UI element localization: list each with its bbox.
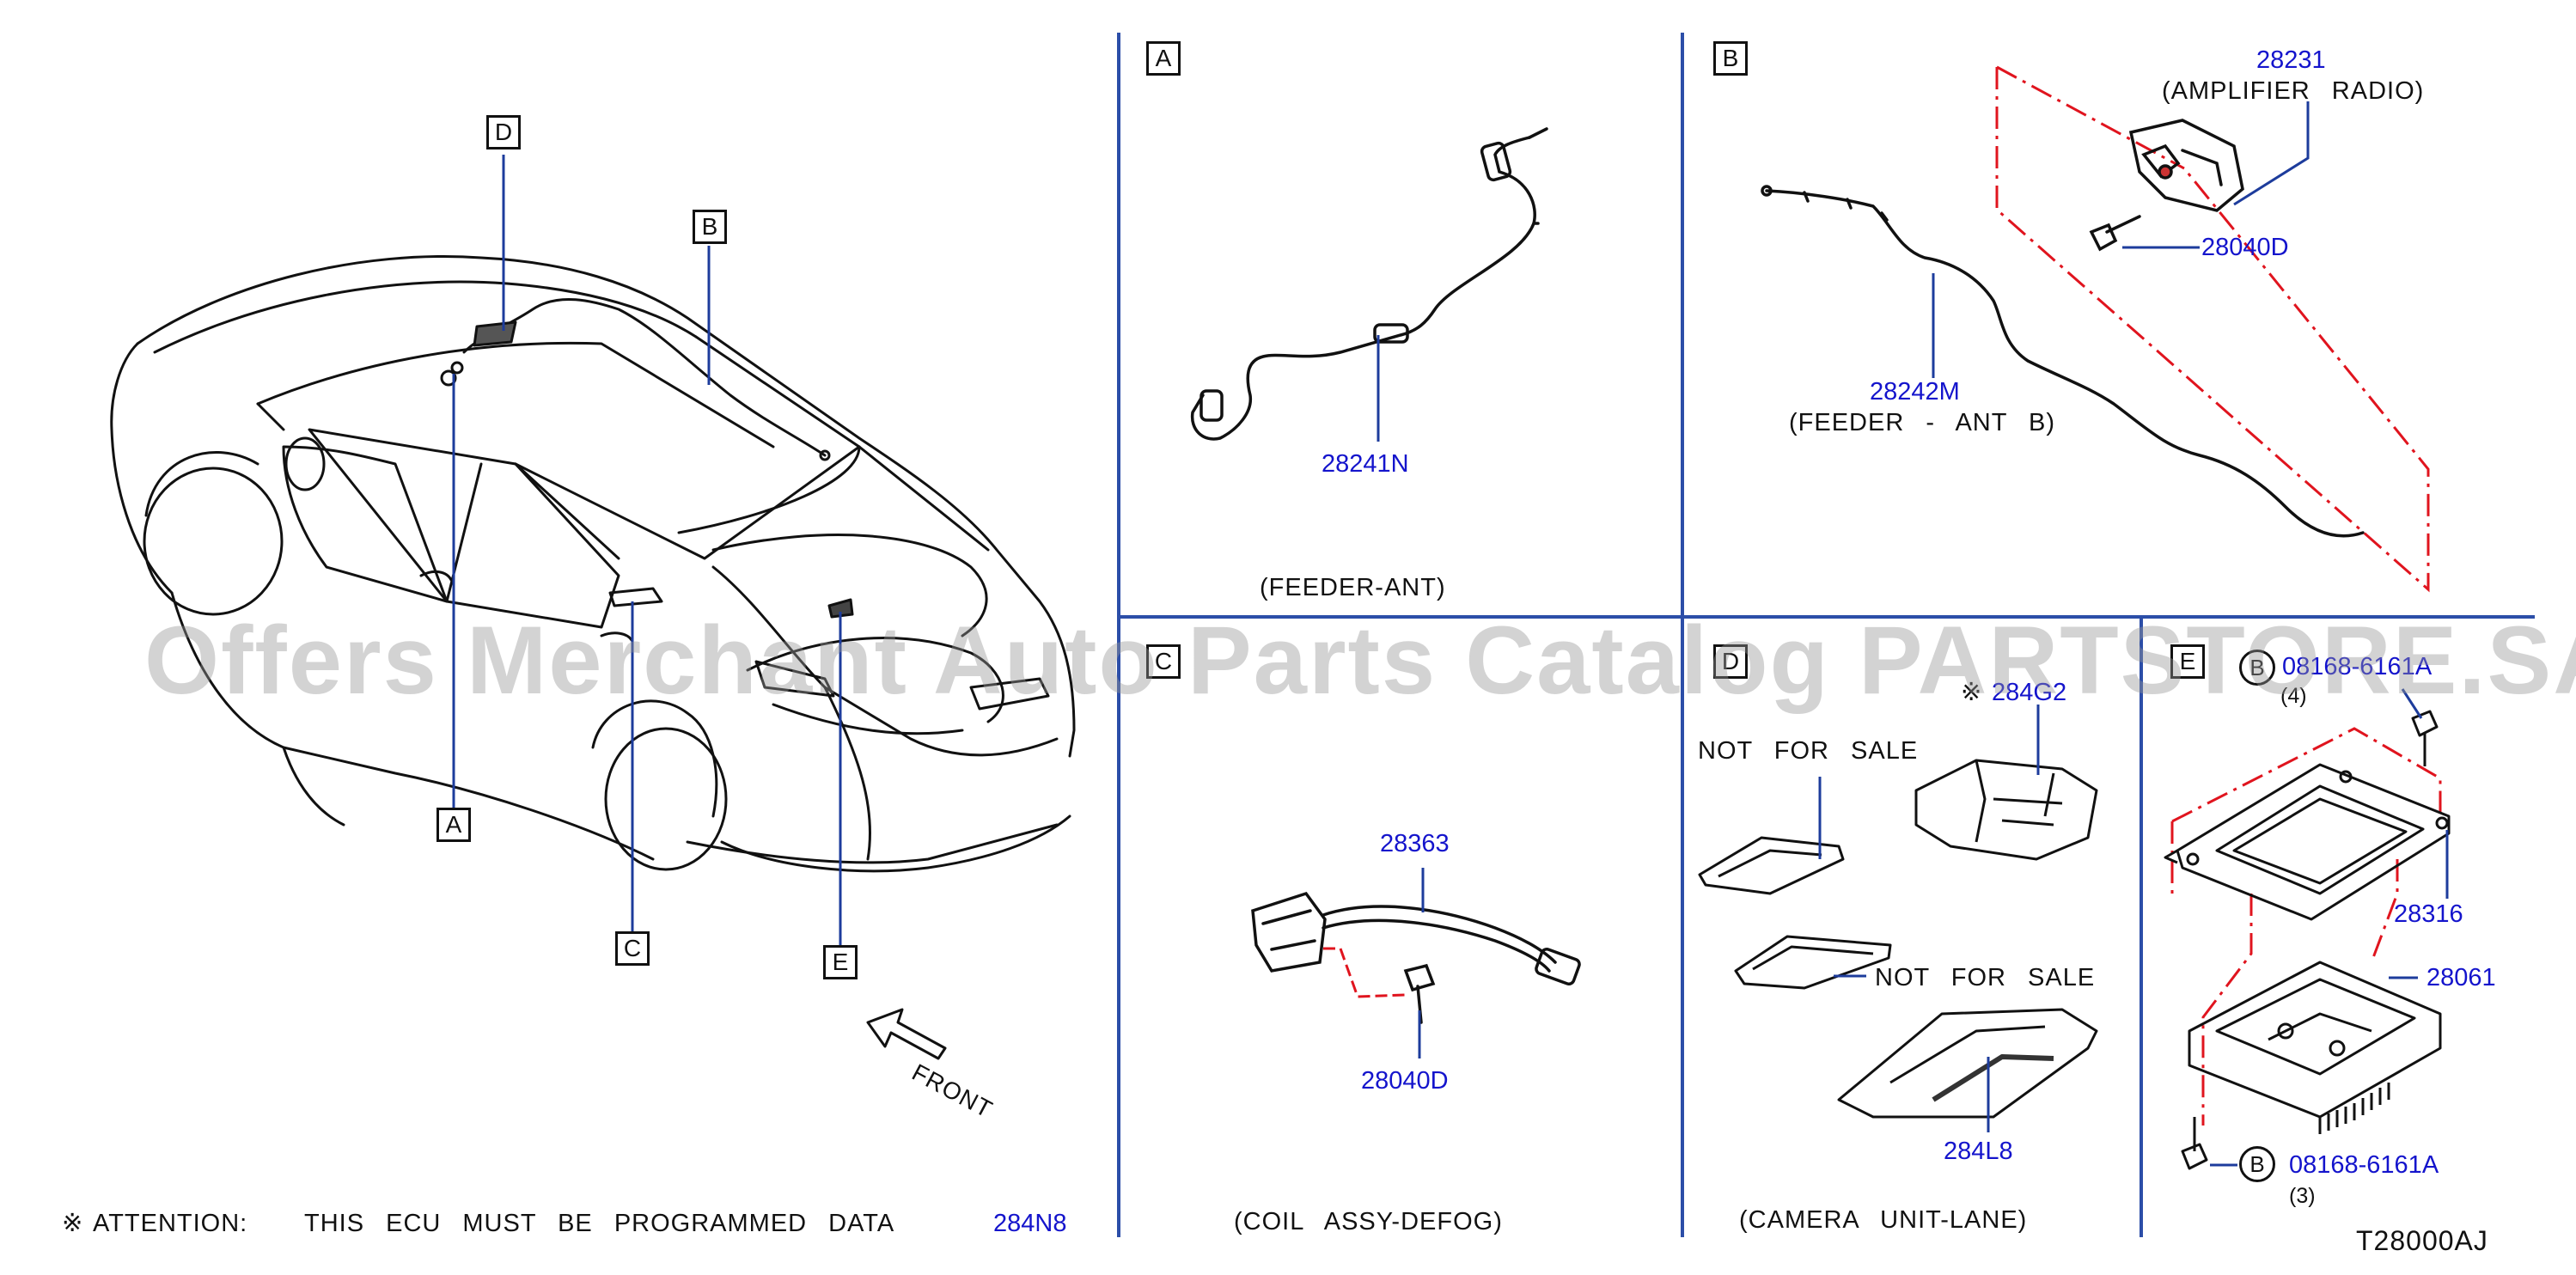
panel-dividers bbox=[1117, 33, 2535, 1237]
phantom-lines-e bbox=[2170, 727, 2442, 1126]
feeder-ant-cable-drawing bbox=[1190, 127, 1548, 441]
car-overview-drawing bbox=[110, 254, 1076, 1060]
leaders-e bbox=[2210, 688, 2449, 1167]
leaders-d bbox=[1818, 705, 2040, 1132]
overview-leader-lines bbox=[452, 155, 842, 945]
leaders-c bbox=[1418, 868, 1425, 1058]
phantom-lines-b bbox=[1995, 65, 2430, 593]
phantom-line-c bbox=[1323, 947, 1406, 998]
feeder-ant-b-cable-drawing bbox=[1761, 119, 2365, 538]
ecu-and-bracket-drawing bbox=[2164, 710, 2451, 1170]
camera-unit-lane-drawing bbox=[1698, 759, 2098, 1119]
coil-assy-defog-drawing bbox=[1251, 891, 1581, 1024]
leaders-b bbox=[1932, 101, 2310, 378]
